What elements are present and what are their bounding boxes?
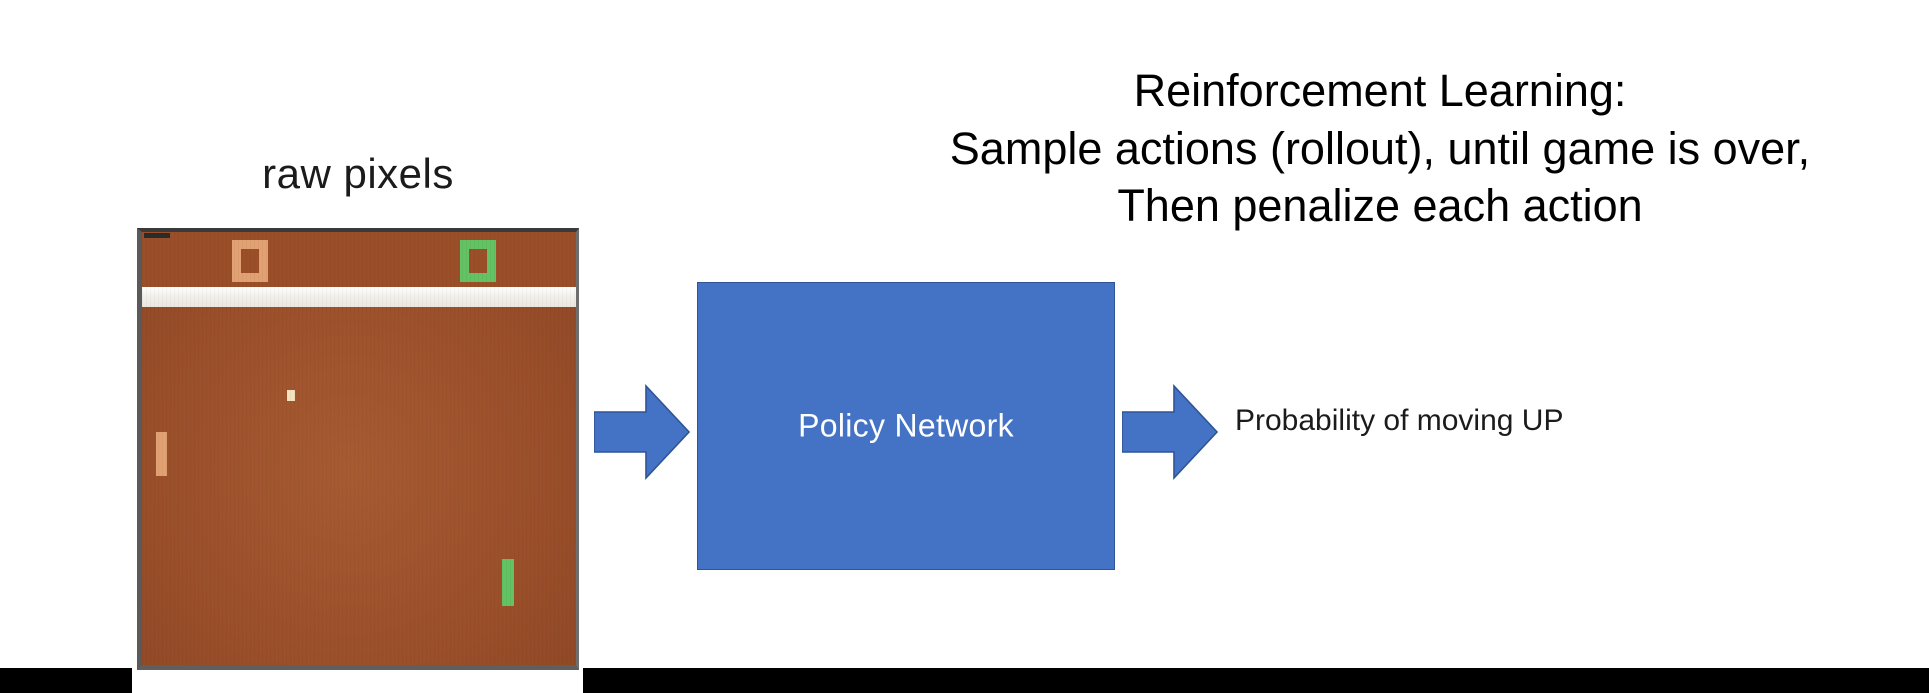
pong-corner-tick bbox=[144, 233, 170, 238]
pong-paddle-left bbox=[156, 432, 167, 476]
raw-pixels-caption: raw pixels bbox=[262, 150, 454, 197]
pong-divider-line bbox=[142, 287, 576, 307]
pong-game-screen bbox=[142, 232, 576, 665]
headline-line-2: Sample actions (rollout), until game is … bbox=[949, 122, 1811, 174]
headline: Reinforcement Learning: Sample actions (… bbox=[830, 62, 1929, 235]
pong-score-left bbox=[232, 240, 268, 282]
output-arrow-icon bbox=[1122, 384, 1218, 480]
headline-line-3: Then penalize each action bbox=[1117, 180, 1643, 232]
headline-line-1: Reinforcement Learning: bbox=[1133, 65, 1627, 116]
output-label: Probability of moving UP bbox=[1235, 404, 1564, 437]
pong-score-band bbox=[142, 232, 576, 287]
policy-network-box[interactable]: Policy Network bbox=[697, 282, 1115, 570]
score-digit-glyph bbox=[460, 240, 496, 282]
pong-score-right bbox=[460, 240, 496, 282]
score-digit-glyph bbox=[232, 240, 268, 282]
pong-ball bbox=[287, 390, 295, 401]
letterbox-bar-right bbox=[583, 668, 1929, 693]
input-arrow-icon bbox=[594, 384, 690, 480]
pong-paddle-right bbox=[502, 559, 514, 606]
policy-network-label: Policy Network bbox=[798, 407, 1014, 444]
pong-game-frame bbox=[137, 228, 579, 670]
letterbox-bar-left bbox=[0, 668, 132, 693]
